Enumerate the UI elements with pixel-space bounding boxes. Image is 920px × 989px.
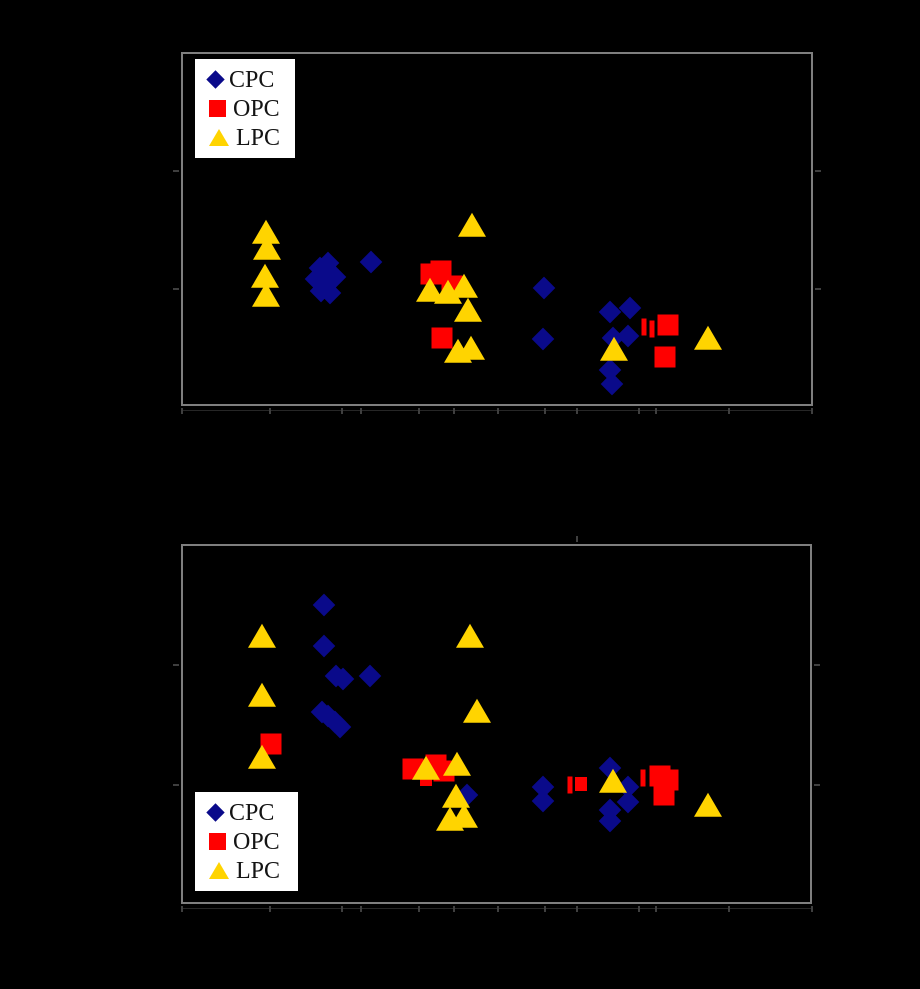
opc-point-marker [654,346,676,368]
lpc-point-marker [463,698,491,723]
x-axis-tick [181,408,183,414]
legend-top-chart: CPC OPC LPC [193,57,297,160]
x-axis-tick [453,408,455,414]
x-axis-tick [576,906,578,912]
opc-square-icon [209,833,226,850]
x-axis-tick [418,408,420,414]
lpc-point-marker [457,335,485,360]
y-axis-tick [173,170,179,172]
scatter-plot-top: CPC OPC LPC [173,52,821,414]
legend-item-opc: OPC [209,97,287,121]
x-axis-tick [269,906,271,912]
lpc-point-marker [450,803,478,828]
opc-bar-point-marker [649,320,655,338]
legend-label-lpc: LPC [236,124,281,151]
y-axis-tick [815,170,821,172]
x-axis-tick [418,906,420,912]
x-axis-tick [655,408,657,414]
y-axis-tick [173,664,179,666]
y-axis-tick [814,664,820,666]
legend-label-opc: OPC [233,828,280,855]
lpc-point-marker [454,297,482,322]
plot-area-bottom [173,536,820,912]
lpc-point-marker [252,282,280,307]
cpc-point-marker [618,296,642,320]
lpc-point-marker [599,768,627,793]
cpc-point-marker [531,327,555,351]
y-axis-tick [815,288,821,290]
cpc-point-marker [312,593,336,617]
lpc-point-marker [600,336,628,361]
lpc-point-marker [458,212,486,237]
x-axis-tick [341,906,343,912]
x-axis-tick [497,408,499,414]
opc-point-marker [657,314,679,336]
opc-small-point-marker [575,777,587,791]
x-axis-tick [497,906,499,912]
legend-item-lpc: LPC [209,859,290,883]
lpc-point-marker [450,273,478,298]
x-axis-tick [728,906,730,912]
x-axis-tick [360,408,362,414]
cpc-point-marker [598,300,622,324]
lpc-triangle-icon [209,129,229,146]
y-axis-tick [814,784,820,786]
cpc-point-marker [531,789,555,813]
x-axis-tick [341,408,343,414]
lpc-point-marker [248,682,276,707]
y-axis-tick [173,288,179,290]
legend-label-lpc: LPC [236,857,281,884]
x-axis-tick [360,906,362,912]
y-axis-tick [173,784,179,786]
scatter-plot-bottom: CPC OPC LPC [173,536,820,912]
x-axis-tick [269,408,271,414]
x-axis-tick [655,906,657,912]
x-axis-tick [544,906,546,912]
x-axis-tick [638,906,640,912]
legend-item-cpc: CPC [206,66,287,93]
cpc-point-marker [358,664,382,688]
opc-square-icon [209,100,226,117]
lpc-point-marker [248,623,276,648]
legend-label-opc: OPC [233,95,280,122]
legend-label-cpc: CPC [229,799,275,826]
legend-item-cpc: CPC [206,799,290,826]
lpc-point-marker [694,325,722,350]
x-axis-tick [728,408,730,414]
opc-bar-point-marker [567,776,573,794]
legend-item-opc: OPC [209,830,290,854]
x-axis-top-tick [576,536,578,542]
legend-item-lpc: LPC [209,126,287,150]
x-axis-tick [811,906,813,912]
cpc-diamond-icon [206,70,225,89]
legend-bottom-chart: CPC OPC LPC [193,790,300,893]
x-axis-tick [638,408,640,414]
x-axis-tick [181,906,183,912]
cpc-point-marker [359,250,383,274]
x-axis-tick [576,408,578,414]
lpc-point-marker [456,623,484,648]
x-axis-tick [453,906,455,912]
x-axis-line [181,908,812,909]
cpc-point-marker [532,276,556,300]
lpc-point-marker [253,235,281,260]
opc-bar-point-marker [641,318,647,336]
x-axis-tick [811,408,813,414]
x-axis-tick [544,408,546,414]
opc-bar-point-marker [640,769,646,787]
cpc-diamond-icon [206,803,225,822]
plot-area-top [173,52,821,414]
lpc-point-marker [412,755,440,780]
lpc-point-marker [248,744,276,769]
lpc-point-marker [443,751,471,776]
lpc-triangle-icon [209,862,229,879]
cpc-point-marker [312,634,336,658]
legend-label-cpc: CPC [229,66,275,93]
opc-point-marker [653,784,675,806]
lpc-point-marker [694,792,722,817]
